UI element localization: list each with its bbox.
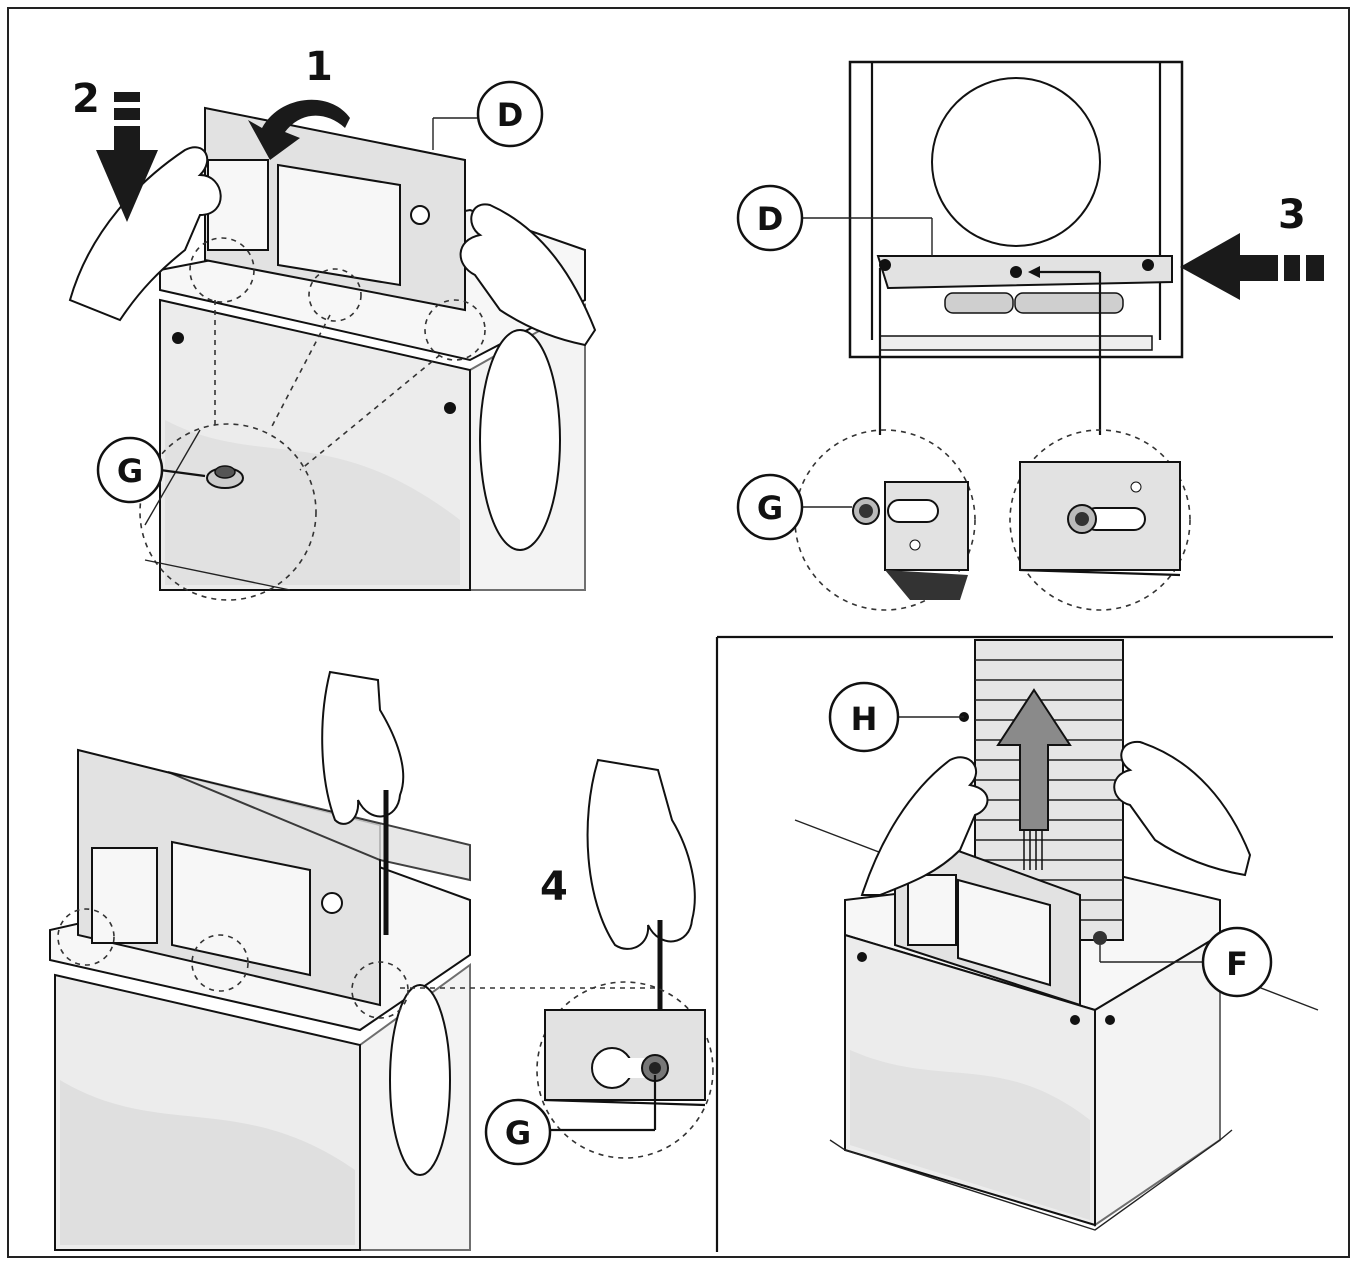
step-number-1: 1	[305, 44, 333, 90]
left-hand-bottom-right	[860, 756, 989, 896]
curved-arrow-icon	[248, 99, 350, 160]
panel-bottom-right: H F	[715, 635, 1333, 1252]
up-arrow-icon	[996, 688, 1072, 870]
hand-screwdriver-1	[321, 670, 405, 825]
callout-circle-f	[1201, 926, 1273, 998]
right-hand-bottom-right	[1113, 740, 1252, 877]
callout-circle-d-top-right	[736, 184, 804, 252]
panel-top-left: 1 2 D G	[68, 44, 597, 601]
callout-circle-g-top-right	[736, 473, 804, 541]
hand-screwdriver-2	[586, 758, 696, 950]
callout-circle-h	[828, 681, 900, 753]
step-number-4: 4	[540, 864, 568, 910]
detail-zoom-bottom-left	[536, 981, 714, 1159]
callout-label-g-top-right: G	[757, 489, 783, 527]
callout-circle-d-top-left	[476, 80, 544, 148]
detail-zoom-top-left	[139, 423, 317, 601]
callout-label-g-bottom-left: G	[505, 1114, 531, 1152]
detail-zoom-left	[794, 429, 976, 611]
callout-circle-g-top-left	[96, 436, 164, 504]
diagram-frame	[7, 7, 1350, 1258]
callout-circle-g-bottom-left	[484, 1098, 552, 1166]
down-arrow-icon	[96, 92, 158, 222]
panel-bottom-left: 4 G	[49, 670, 714, 1251]
mounting-plate-bottom-right	[894, 826, 1081, 1007]
panel-top-right: D 3 G	[736, 60, 1324, 611]
hood-front-view	[848, 60, 1184, 359]
callout-label-h: H	[851, 700, 878, 738]
right-hand-top-left	[459, 203, 597, 347]
mounting-plate-bottom-left	[77, 748, 471, 1007]
left-arrow-icon	[1180, 233, 1324, 300]
step-number-3: 3	[1278, 192, 1306, 238]
callout-label-f: F	[1226, 945, 1248, 983]
step-number-2: 2	[72, 76, 100, 122]
mounting-plate-d-front	[876, 255, 1173, 290]
detail-zoom-right	[1009, 429, 1191, 611]
callout-label-g-top-left: G	[117, 452, 143, 490]
callout-label-d-top-left: D	[497, 96, 524, 134]
callout-label-d-top-right: D	[757, 200, 784, 238]
